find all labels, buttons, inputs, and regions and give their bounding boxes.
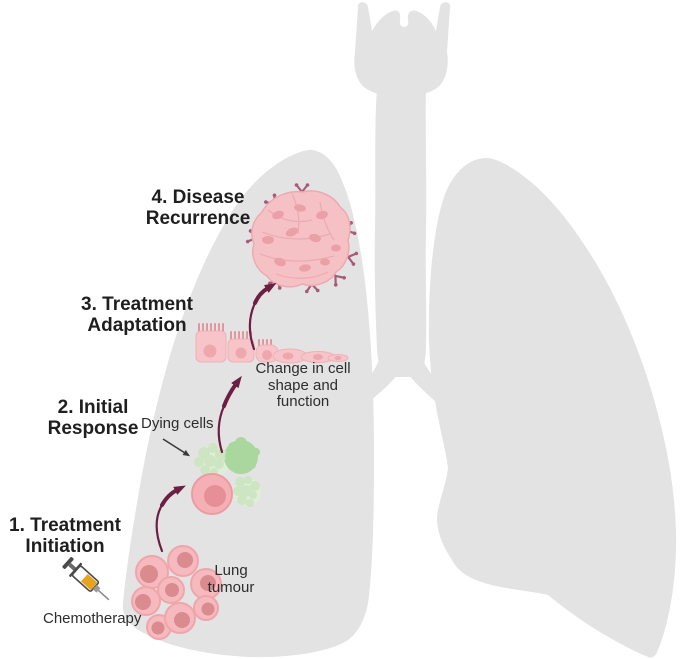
lung-tumour-line2: tumour bbox=[207, 578, 255, 596]
cell-change-line1: Change in cell bbox=[255, 360, 351, 377]
stage2-label: 2. Initial Response bbox=[23, 397, 163, 440]
stage2-label-line2: Response bbox=[47, 417, 139, 439]
cell-change-line3: function bbox=[276, 393, 330, 410]
stage2-label-line1: 2. Initial bbox=[57, 397, 129, 418]
arrow-stage2-to-stage3 bbox=[217, 375, 242, 454]
stage1-lung-tumour-cells bbox=[131, 545, 222, 640]
stage3-label-line1: 3. Treatment bbox=[81, 294, 193, 315]
lung-tumour-line1: Lung bbox=[214, 562, 248, 579]
cell-change-label: Change in cell shape and function bbox=[253, 360, 353, 411]
stage3-emt-cells bbox=[195, 323, 349, 364]
cell-change-line2: shape and bbox=[267, 376, 339, 394]
stage1-label: 1. Treatment Initiation bbox=[0, 515, 135, 558]
right-lung-silhouette bbox=[428, 158, 677, 658]
stage4-label-line1: 4. Disease bbox=[151, 187, 245, 208]
stage1-label-line2: Initiation bbox=[25, 535, 105, 557]
chemotherapy-label: Chemotherapy bbox=[43, 610, 142, 627]
lung-tumour-label: Lung tumour bbox=[201, 562, 261, 596]
stage4-label-line2: Recurrence bbox=[145, 207, 251, 229]
arrow-stage1-to-stage2 bbox=[155, 485, 186, 553]
stage1-label-line1: 1. Treatment bbox=[9, 515, 121, 536]
stage4-label: 4. Disease Recurrence bbox=[128, 187, 268, 230]
stage2-dying-cells-cluster bbox=[194, 437, 261, 507]
syringe-icon bbox=[62, 557, 110, 601]
dying-cells-pointer-arrow bbox=[162, 438, 191, 457]
dying-cells-label: Dying cells bbox=[141, 415, 214, 432]
stage3-label-line2: Adaptation bbox=[87, 314, 187, 336]
stage3-label: 3. Treatment Adaptation bbox=[67, 294, 207, 337]
stage4-recurrence-tumour bbox=[244, 182, 360, 295]
arrow-stage3-to-stage4 bbox=[248, 282, 277, 351]
stage2-surviving-cell bbox=[191, 473, 233, 515]
